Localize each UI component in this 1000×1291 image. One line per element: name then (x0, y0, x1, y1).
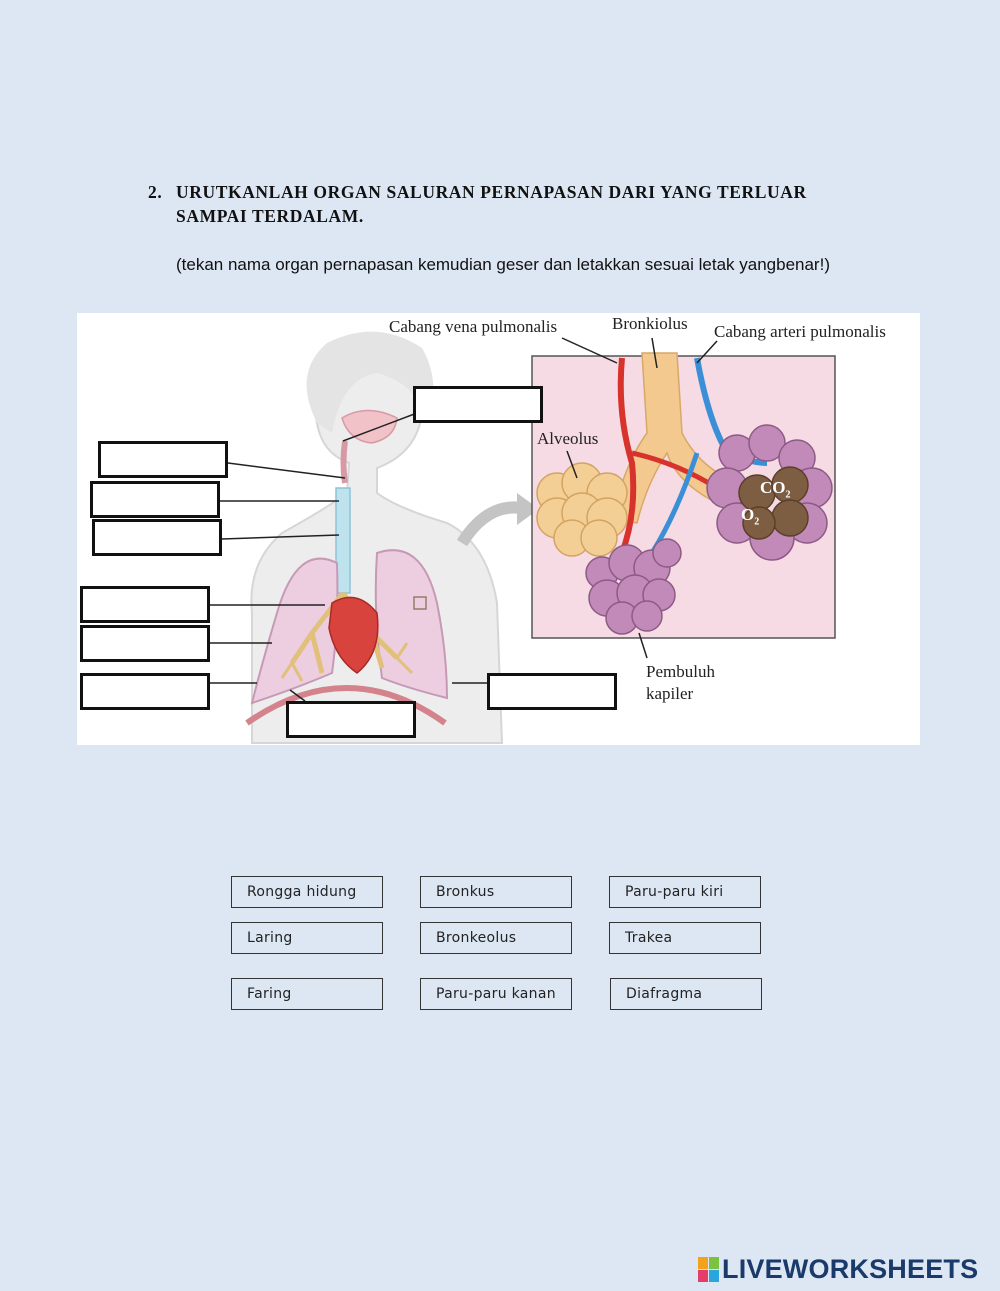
label-alveolus: Alveolus (537, 429, 599, 448)
option-diafragma[interactable]: Diafragma (610, 978, 762, 1010)
option-bronkeolus[interactable]: Bronkeolus (420, 922, 572, 954)
label-kapiler-1: Pembuluh (646, 662, 715, 681)
label-vena-pulmonalis: Cabang vena pulmonalis (389, 317, 558, 336)
option-bronkus[interactable]: Bronkus (420, 876, 572, 908)
drop-zone[interactable] (286, 701, 416, 738)
logo-mark-icon (698, 1256, 719, 1282)
drop-zone[interactable] (80, 625, 210, 662)
logo-wordmark: LIVEWORKSHEETS (722, 1253, 979, 1284)
liveworksheets-logo: LIVEWORKSHEETS (698, 1254, 978, 1284)
option-trakea[interactable]: Trakea (609, 922, 761, 954)
drop-zone[interactable] (92, 519, 222, 556)
question-title: URUTKANLAH ORGAN SALURAN PERNAPASAN DARI… (176, 182, 807, 226)
option-faring[interactable]: Faring (231, 978, 383, 1010)
drop-zone[interactable] (487, 673, 617, 710)
option-paru-paru-kiri[interactable]: Paru-paru kiri (609, 876, 761, 908)
option-laring[interactable]: Laring (231, 922, 383, 954)
instruction-text: (tekan nama organ pernapasan kemudian ge… (176, 255, 830, 274)
label-bronkiolus: Bronkiolus (612, 314, 688, 333)
option-rongga-hidung[interactable]: Rongga hidung (231, 876, 383, 908)
drop-zone[interactable] (80, 586, 210, 623)
label-co2: CO2 (760, 478, 791, 501)
label-kapiler-2: kapiler (646, 684, 694, 703)
question-number: 2. (148, 182, 163, 202)
option-paru-paru-kanan[interactable]: Paru-paru kanan (420, 978, 572, 1010)
label-arteri-pulmonalis: Cabang arteri pulmonalis (714, 322, 886, 341)
diagram-illustration (210, 331, 836, 744)
respiratory-diagram: Cabang vena pulmonalis Bronkiolus Cabang… (77, 313, 920, 745)
drop-zone[interactable] (413, 386, 543, 423)
drop-zone[interactable] (98, 441, 228, 478)
drop-zone[interactable] (90, 481, 220, 518)
drop-zone[interactable] (80, 673, 210, 710)
label-o2: O2 (741, 505, 760, 528)
